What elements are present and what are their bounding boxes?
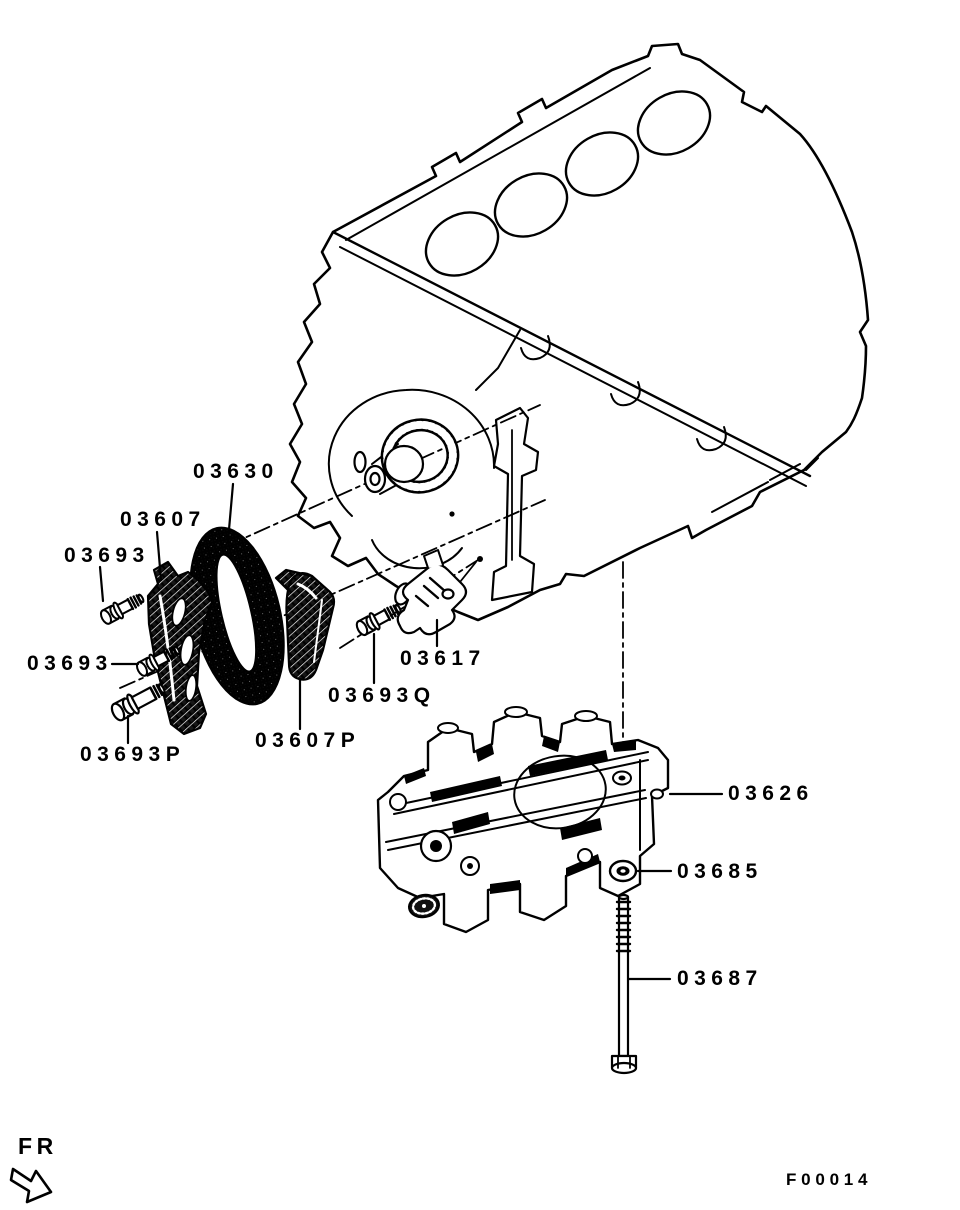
bolt-03693-upper [97, 588, 148, 628]
crank-sprocket [353, 418, 460, 495]
part-label-03693-upper: 03693 [64, 544, 150, 567]
bolt-03693p [107, 677, 170, 725]
cylinder-bore-1 [424, 211, 500, 277]
part-label-03607: 03607 [120, 508, 206, 531]
part-label-03693q: 03693Q [328, 684, 436, 707]
part-label-03630: 03630 [193, 460, 279, 483]
part-label-03693-lower: 03693 [27, 652, 113, 675]
thrust-ring [353, 450, 367, 474]
figure-code: F00014 [786, 1170, 873, 1189]
part-label-03685: 03685 [677, 860, 763, 883]
part-label-03626: 03626 [728, 782, 814, 805]
balancer-oil-pump [376, 706, 670, 934]
fr-orientation-label: FR [18, 1133, 58, 1159]
pump-gear [408, 893, 440, 919]
bolt-03693q [352, 598, 406, 640]
chain-tensioner [394, 549, 477, 636]
block-dowel-dot [449, 511, 455, 517]
part-label-03687: 03687 [677, 967, 763, 990]
cylinder-bore-2 [493, 172, 569, 238]
part-label-03607p: 03607P [255, 729, 361, 752]
engine-block [288, 42, 870, 622]
cylinder-bore-4 [636, 90, 712, 156]
fr-direction-arrow [9, 1167, 53, 1204]
washer-03685 [608, 859, 638, 883]
leader-lines [98, 482, 724, 981]
cylinder-bore-3 [564, 131, 640, 197]
tensioner-blade [274, 568, 336, 681]
bolt-03687 [610, 893, 638, 1075]
front-cover-bracket [490, 406, 540, 602]
part-label-03617: 03617 [400, 647, 486, 670]
timing-chain [189, 526, 285, 706]
part-label-03693p: 03693P [80, 743, 186, 766]
cylinder-bores [424, 90, 712, 277]
